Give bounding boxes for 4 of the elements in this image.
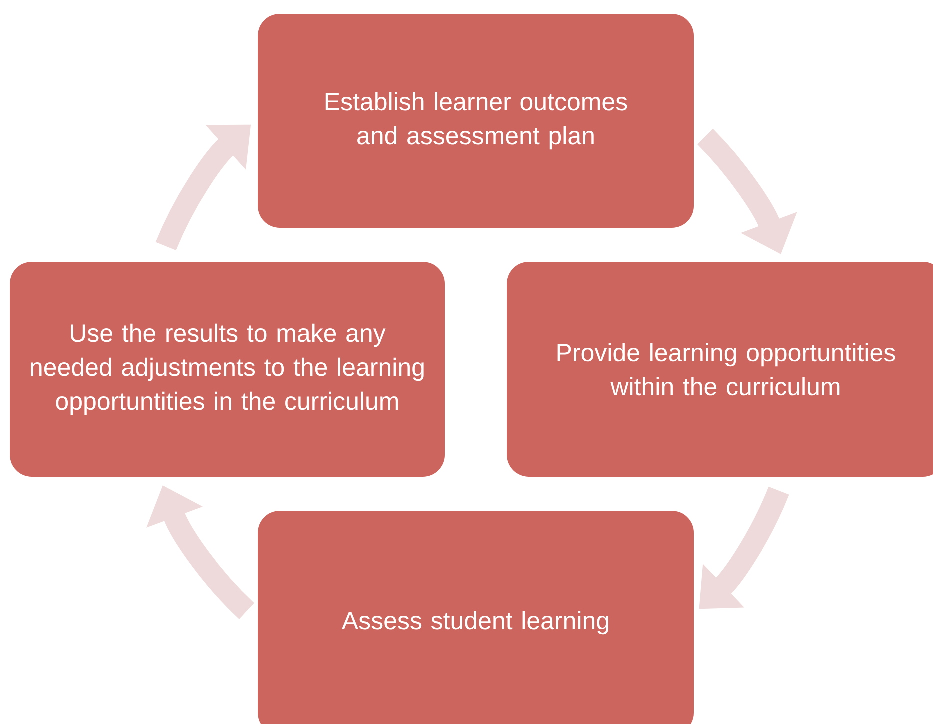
- process-box: Establish learner outcomes and assessment plan: [258, 14, 694, 228]
- process-box: Assess student learning: [258, 511, 694, 724]
- process-box: Use the results to make any needed adjustments to the learning opportuntities in the curriculum: [10, 262, 445, 477]
- process-box: Provide learning opportuntities within the curriculum: [507, 262, 933, 477]
